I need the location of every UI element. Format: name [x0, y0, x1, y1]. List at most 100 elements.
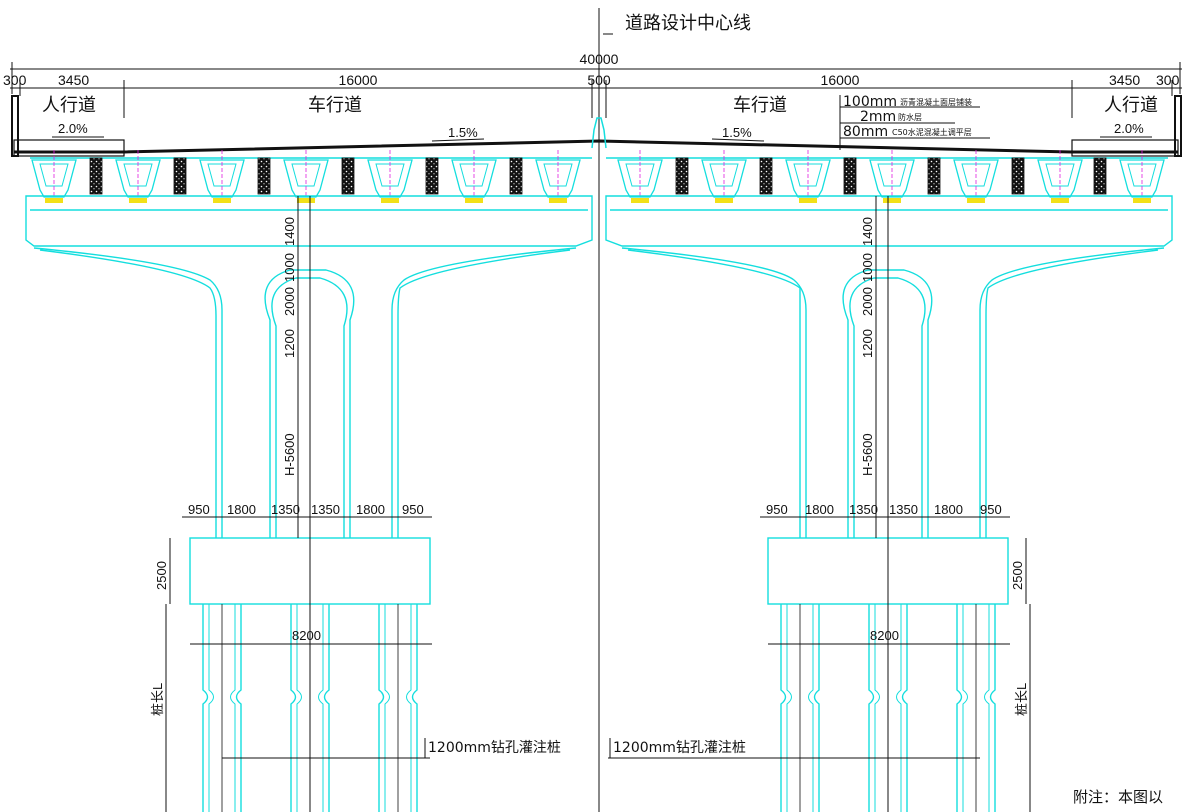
right-sidewalk-slope: 2.0%	[1114, 121, 1144, 136]
wet-joint	[675, 157, 689, 195]
right-pier	[605, 195, 1173, 538]
right-h-dim-6: 950	[980, 502, 1002, 517]
layer-3-desc: C50水泥混凝土调平层	[892, 127, 972, 137]
left-roadway-label: 车行道	[308, 95, 362, 116]
left-pile-label: 1200mm钻孔灌注桩	[428, 739, 561, 756]
pile	[956, 604, 996, 812]
layer-1-thickness: 100mm	[843, 94, 897, 110]
right-roadway-dim: 16000	[821, 72, 860, 88]
girder-unit	[701, 150, 747, 204]
left-pile-length-dim: 桩长L	[150, 683, 165, 716]
wet-joint	[927, 157, 941, 195]
right-h-dim-2: 1800	[805, 502, 834, 517]
layer-2-thickness: 2mm	[860, 109, 896, 125]
right-pile-label: 1200mm钻孔灌注桩	[613, 739, 746, 756]
pavement-layers-callout: 100mm 沥青混凝土面层铺装 2mm 防水层 80mm C50水泥混凝土调平层	[839, 94, 990, 150]
left-sidewalk-label: 人行道	[42, 95, 96, 116]
left-rail-dim: 300	[3, 72, 27, 88]
left-cap-horiz-dims: 950 1800 1350 1350 1800 950	[182, 502, 432, 518]
right-roadway-label: 车行道	[733, 95, 787, 116]
girder-unit	[785, 150, 831, 204]
pier-dim-1000-r: 1000	[860, 253, 875, 282]
right-cap-horiz-dims: 950 1800 1350 1350 1800 950	[760, 502, 1010, 518]
pier-height-dim-r: H-5600	[860, 433, 875, 476]
left-sidewalk-slope: 2.0%	[58, 121, 88, 136]
right-h-dim-3: 1350	[849, 502, 878, 517]
left-roadway-slope: 1.5%	[448, 125, 478, 140]
pile	[378, 604, 418, 812]
left-h-dim-2: 1800	[227, 502, 256, 517]
wet-joint	[173, 157, 187, 195]
total-width-dim: 40000	[580, 51, 619, 67]
right-cap-width-dim: 8200	[870, 628, 899, 643]
road-surface-line	[14, 139, 1178, 154]
girder-unit	[199, 150, 245, 204]
right-railing-icon	[1174, 95, 1182, 157]
wet-joint	[1093, 157, 1107, 195]
layer-2-desc: 防水层	[898, 112, 922, 122]
left-pier-vertical-dims: 1400 1000 2000 1200 H-5600	[282, 196, 311, 812]
note-text: 附注：本图以	[1073, 788, 1164, 806]
girder-unit	[31, 150, 77, 204]
right-sidewalk-block	[1071, 139, 1179, 157]
left-pier	[25, 195, 593, 538]
right-rail-dim: 300	[1156, 72, 1180, 88]
girder-unit	[115, 150, 161, 204]
left-cap-width-dim: 8200	[292, 628, 321, 643]
girder-unit	[1119, 150, 1165, 204]
pier-dim-1000: 1000	[282, 253, 297, 282]
pier-dim-1400: 1400	[282, 217, 297, 246]
left-h-dim-3: 1350	[271, 502, 300, 517]
pier-dim-1200: 1200	[282, 329, 297, 358]
wet-joint	[509, 157, 523, 195]
girder-unit	[535, 150, 581, 204]
right-roadway-slope: 1.5%	[722, 125, 752, 140]
left-h-dim-1: 950	[188, 502, 210, 517]
pier-dim-2000-r: 2000	[860, 287, 875, 316]
right-h-dim-5: 1800	[934, 502, 963, 517]
girder-unit	[367, 150, 413, 204]
right-sidewalk-label: 人行道	[1104, 95, 1158, 116]
wet-joint	[759, 157, 773, 195]
right-pier-vertical-dims: 1400 1000 2000 1200 H-5600	[860, 196, 889, 812]
layer-1-desc: 沥青混凝土面层铺装	[900, 97, 972, 107]
wet-joint	[89, 157, 103, 195]
girder-unit	[1037, 150, 1083, 204]
left-h-dim-4: 1350	[311, 502, 340, 517]
pier-height-dim: H-5600	[282, 433, 297, 476]
pile	[780, 604, 820, 812]
left-sidewalk-block	[13, 139, 125, 157]
wet-joint	[257, 157, 271, 195]
girder-unit	[869, 150, 915, 204]
wet-joint	[843, 157, 857, 195]
wet-joint	[341, 157, 355, 195]
left-sidewalk-dim: 3450	[58, 72, 89, 88]
girder-unit	[283, 150, 329, 204]
left-cap-height-dim: 2500	[154, 561, 169, 590]
right-pile-length-dim: 桩长L	[1014, 683, 1029, 716]
pier-dim-1200-r: 1200	[860, 329, 875, 358]
right-cap-height-dim: 2500	[1010, 561, 1025, 590]
median-barrier	[591, 117, 607, 149]
right-sidewalk-dim: 3450	[1109, 72, 1140, 88]
wet-joint	[425, 157, 439, 195]
girder-unit	[617, 150, 663, 204]
girder-unit	[451, 150, 497, 204]
left-railing-icon	[11, 95, 19, 157]
left-h-dim-5: 1800	[356, 502, 385, 517]
median-dim: 500	[587, 72, 611, 88]
left-roadway-dim: 16000	[339, 72, 378, 88]
right-h-dim-4: 1350	[889, 502, 918, 517]
deck	[11, 95, 1182, 159]
pile	[202, 604, 242, 812]
right-h-dim-1: 950	[766, 502, 788, 517]
pier-dim-2000: 2000	[282, 287, 297, 316]
pier-dim-1400-r: 1400	[860, 217, 875, 246]
left-h-dim-6: 950	[402, 502, 424, 517]
wet-joint	[1011, 157, 1025, 195]
layer-3-thickness: 80mm	[843, 124, 888, 140]
box-girders	[31, 150, 1165, 204]
bored-piles	[202, 604, 996, 812]
girder-unit	[953, 150, 999, 204]
